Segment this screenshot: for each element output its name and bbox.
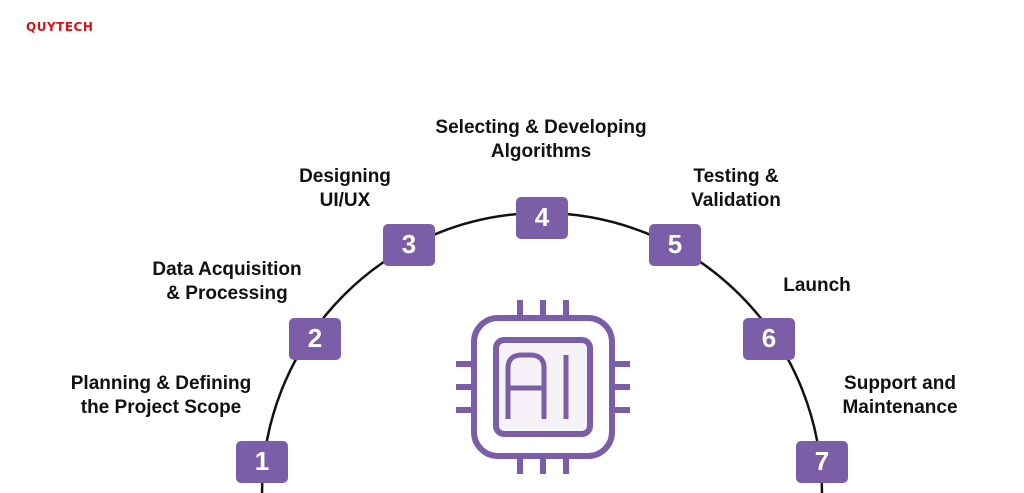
step-label-line: Algorithms (490, 141, 592, 162)
step-label-line: Data Acquisition (152, 259, 302, 280)
step-badge-4: 4 (516, 197, 568, 239)
step-number: 3 (402, 229, 416, 259)
step-label-line: & Processing (166, 283, 288, 304)
step-label-line: the Project Scope (80, 397, 242, 418)
step-badge-6: 6 (743, 318, 795, 360)
step-number: 7 (815, 446, 829, 476)
step-label-6: Launch (687, 274, 947, 298)
step-badge-3: 3 (383, 224, 435, 266)
step-label-line: Designing (299, 166, 391, 187)
step-badge-5: 5 (649, 224, 701, 266)
brand-logo: QUYTECH (26, 20, 94, 34)
step-number: 5 (668, 229, 682, 259)
step-label-line: Support and (844, 373, 956, 394)
step-number: 1 (255, 446, 269, 476)
step-label-line: Launch (783, 275, 851, 296)
step-label-line: Maintenance (842, 397, 958, 418)
step-badge-2: 2 (289, 318, 341, 360)
step-label-5: Testing & Validation (606, 165, 866, 213)
step-label-line: UI/UX (319, 190, 371, 211)
step-number: 2 (308, 323, 322, 353)
step-badge-1: 1 (236, 441, 288, 483)
step-number: 6 (762, 323, 776, 353)
step-label-line: Planning & Defining (70, 373, 252, 394)
step-label-line: Validation (691, 190, 781, 211)
step-number: 4 (535, 202, 550, 232)
step-badge-7: 7 (796, 441, 848, 483)
step-label-line: Testing & (693, 166, 779, 187)
ai-chip-icon (456, 300, 630, 474)
step-label-2: Data Acquisition & Processing (97, 258, 357, 306)
step-label-line: Selecting & Developing (435, 117, 647, 138)
step-label-1: Planning & Defining the Project Scope (31, 372, 291, 420)
